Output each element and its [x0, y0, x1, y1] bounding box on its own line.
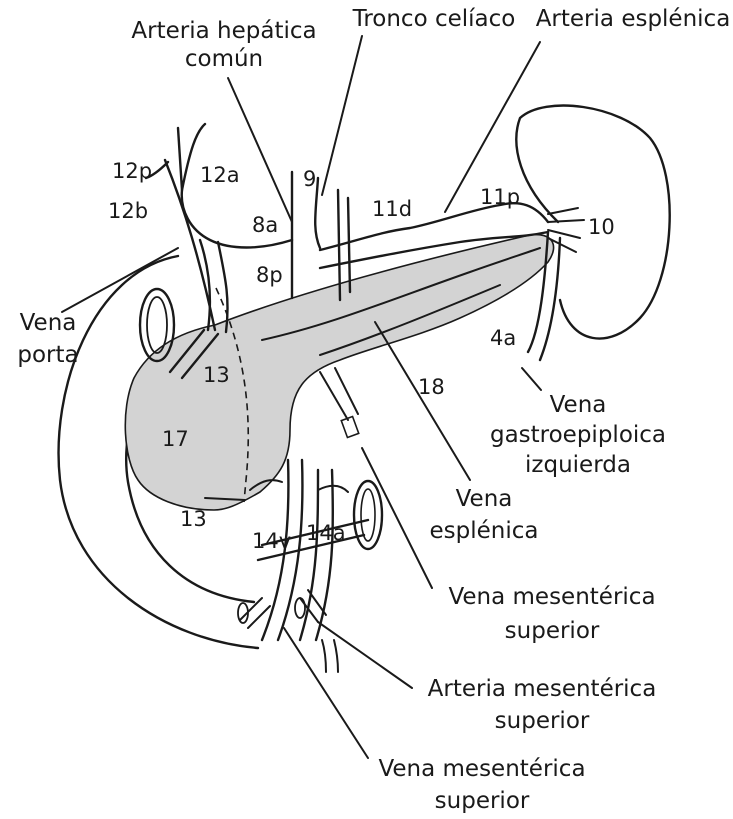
label-arteria-mesenterica: Arteria mesentérica [428, 676, 657, 702]
label-arteria-hepatica: Arteria hepática [131, 18, 316, 44]
vessel-stub [341, 416, 358, 437]
station-11d: 11d [372, 197, 412, 221]
label-vms-2: Vena mesentérica [378, 756, 585, 782]
station-17: 17 [162, 427, 189, 451]
label-vms-2-2: superior [435, 788, 530, 814]
label-vena-esplenica: Vena [456, 486, 513, 512]
station-11p: 11p [480, 185, 520, 209]
station-9: 9 [303, 167, 316, 191]
station-18: 18 [418, 375, 445, 399]
stub-lines [320, 368, 358, 420]
label-vms-1-2: superior [505, 618, 600, 644]
station-12p: 12p [112, 159, 152, 183]
sma-trunk [300, 470, 333, 640]
label-gastroepiploica-2: gastroepiploica [490, 422, 666, 448]
station-13-bottom: 13 [180, 507, 207, 531]
duodenal-ring-inner [147, 297, 167, 353]
smv-branch-end-2 [295, 598, 305, 618]
station-13-top: 13 [203, 363, 230, 387]
label-vena-esplenica-2: esplénica [430, 518, 539, 544]
leader-vena-porta [62, 248, 178, 312]
label-gastroepiploica-3: izquierda [525, 452, 631, 478]
hepatic-branches [146, 124, 205, 190]
station-8p: 8p [256, 263, 283, 287]
leader-vms-1 [362, 448, 432, 588]
station-10: 10 [588, 215, 615, 239]
leader-arteria-mesenterica [318, 622, 412, 688]
leader-gastroepiploica [522, 368, 541, 390]
leader-tronco-celiaco [322, 36, 362, 195]
leader-arteria-hepatica [228, 78, 292, 222]
station-14a: 14a [306, 521, 346, 545]
label-vena-porta-2: porta [17, 342, 78, 368]
sma-tail [322, 640, 338, 672]
station-12b: 12b [108, 199, 148, 223]
station-12a: 12a [200, 163, 240, 187]
station-14v: 14v [252, 529, 291, 553]
label-gastroepiploica: Vena [550, 392, 607, 418]
leader-vena-esplenica [375, 322, 470, 480]
label-arteria-esplenica: Arteria esplénica [536, 6, 731, 32]
vessel-ring-inner [361, 489, 375, 541]
label-tronco-celiaco: Tronco celíaco [352, 6, 516, 32]
label-arteria-hepatica-2: común [185, 46, 263, 72]
label-arteria-mesenterica-2: superior [495, 708, 590, 734]
vessel-ring [354, 481, 382, 549]
station-4a: 4a [490, 326, 516, 350]
label-vena-porta: Vena [20, 310, 77, 336]
station-8a: 8a [252, 213, 278, 237]
label-vms-1: Vena mesentérica [448, 584, 655, 610]
